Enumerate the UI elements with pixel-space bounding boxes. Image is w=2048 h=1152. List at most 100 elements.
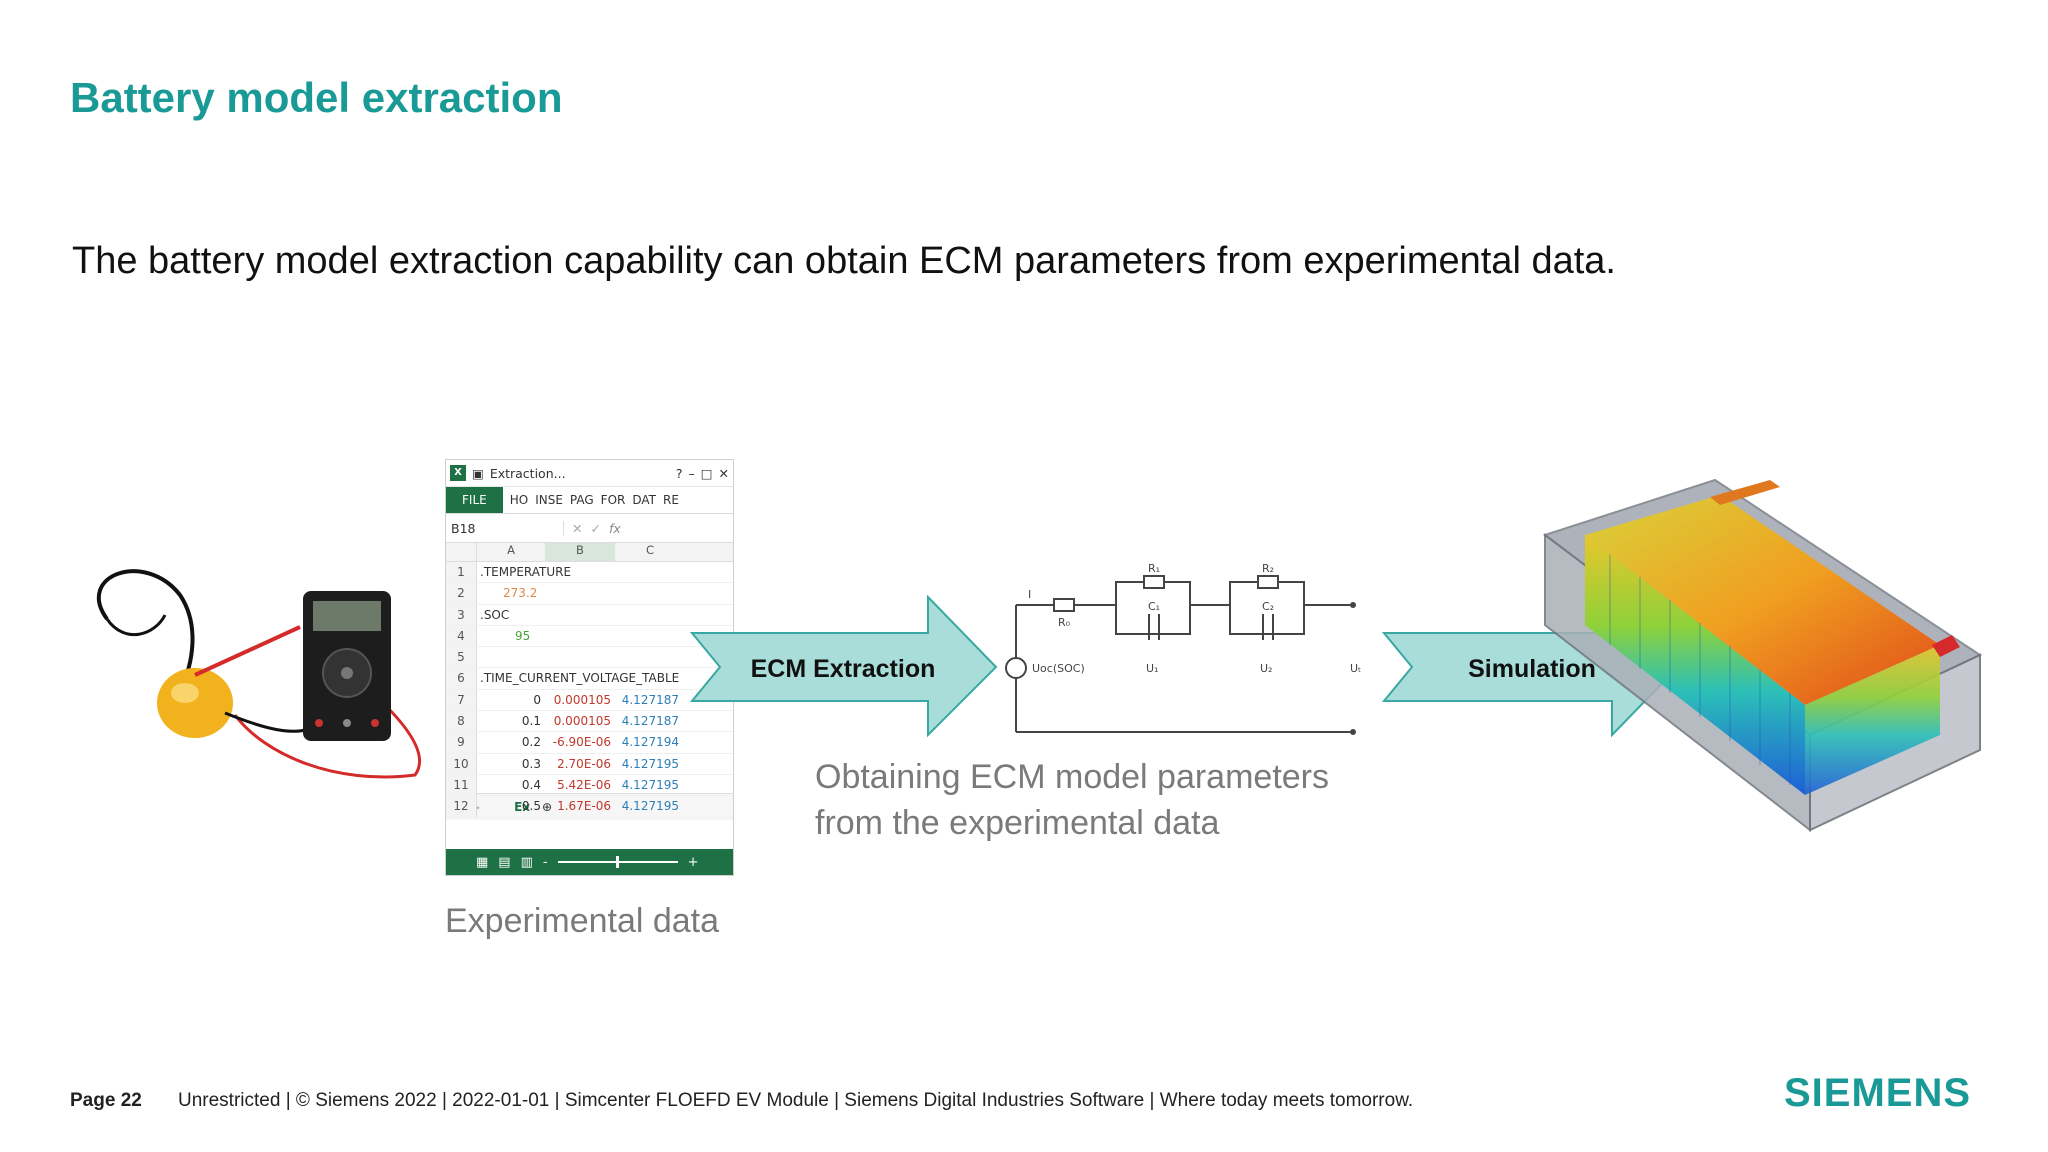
cell[interactable]: .TEMPERATURE	[480, 565, 572, 579]
cell[interactable]: 4.127187	[621, 692, 679, 707]
ecm-circuit-diagram: I R₀ R₁ C₁ R₂ C₂ U₁ U₂ Uoc(SOC) Uₜ	[1005, 562, 1361, 735]
cell[interactable]: .SOC	[480, 607, 510, 622]
add-sheet-icon[interactable]: ⊕	[542, 800, 553, 814]
label-uoc: Uoc(SOC)	[1032, 662, 1085, 675]
row-number: 4	[446, 625, 477, 647]
formula-bar: B18 ✕ ✓ fx	[446, 514, 733, 543]
row-number: 3	[446, 604, 477, 625]
window-title: Extraction...	[489, 465, 566, 481]
sheet-grid[interactable]: A B C 1.TEMPERATURE 2 273.2 3.SOC 4 95 5 6…	[446, 543, 733, 818]
row-number: 2	[446, 583, 477, 604]
cell[interactable]: .TIME_CURRENT_VOLTAGE_TABLE	[480, 671, 680, 686]
cell[interactable]: 95	[515, 628, 531, 643]
cell[interactable]: 0.4	[521, 777, 541, 792]
label-current: I	[1028, 588, 1031, 601]
tab-formulas[interactable]: FOR	[600, 493, 626, 507]
row-number: 12	[446, 796, 477, 817]
label-u2: U₂	[1260, 662, 1272, 675]
cancel-icon[interactable]: ✕	[572, 520, 583, 536]
simulation-arrow: Simulation	[1382, 595, 1680, 738]
spreadsheet-window: X ▣ Extraction... ? – □ ✕ FILE HO INSE P…	[445, 459, 734, 876]
cell[interactable]: 0.2	[521, 735, 541, 750]
function-icon[interactable]: fx	[608, 520, 621, 536]
column-header[interactable]: C	[645, 543, 655, 557]
table-row: 2 273.2	[446, 583, 733, 605]
cell[interactable]: 4.127195	[621, 756, 679, 771]
sheet-tab[interactable]: Ex	[514, 800, 530, 814]
row-number: 8	[446, 711, 477, 732]
zoom-out-icon[interactable]: -	[542, 854, 548, 870]
table-row: 11 0.4 5.42E-06 4.127195	[446, 774, 733, 797]
zoom-slider[interactable]	[557, 856, 678, 868]
caption-ecm-line2: from the experimental data	[815, 804, 1220, 842]
status-bar: ▦ ▤ ▥ - +	[446, 849, 733, 875]
arrow-label-ecm: ECM Extraction	[751, 655, 936, 683]
cell[interactable]: -6.90E-06	[552, 735, 611, 750]
cell[interactable]: 0.1	[521, 714, 541, 729]
normal-view-icon[interactable]: ▦	[476, 854, 489, 870]
zoom-in-icon[interactable]: +	[687, 854, 699, 870]
cell[interactable]: 0	[533, 692, 541, 707]
cell[interactable]: 4.127187	[621, 714, 679, 729]
label-c2: C₂	[1262, 600, 1274, 613]
cell[interactable]: 4.127195	[621, 777, 679, 792]
tab-review[interactable]: RE	[663, 493, 679, 507]
cell[interactable]: 4.127194	[621, 735, 679, 750]
tab-page[interactable]: PAG	[569, 493, 594, 507]
ecm-extraction-arrow: ECM Extraction	[690, 595, 998, 738]
tab-home[interactable]: HO	[509, 493, 529, 507]
save-icon[interactable]: ▣	[472, 465, 484, 481]
ribbon-tabs: FILE HO INSE PAG FOR DAT RE	[446, 487, 733, 514]
cell[interactable]: 0.000105	[553, 692, 611, 707]
cell[interactable]: 0.000105	[553, 714, 611, 729]
label-c1: C₁	[1148, 600, 1160, 613]
column-header[interactable]: A	[507, 543, 515, 557]
maximize-icon[interactable]: □	[700, 465, 713, 481]
caption-ecm-line1: Obtaining ECM model parameters	[815, 758, 1330, 796]
tab-file[interactable]: FILE	[446, 487, 503, 513]
label-r1: R₁	[1148, 562, 1160, 575]
row-number: 6	[446, 668, 477, 689]
close-icon[interactable]: ✕	[718, 465, 729, 481]
spreadsheet-titlebar: X ▣ Extraction... ? – □ ✕	[446, 460, 733, 487]
table-row: 9 0.2 -6.90E-06 4.127194	[446, 732, 733, 754]
label-r2: R₂	[1262, 562, 1274, 575]
table-row: 10 0.3 2.70E-06 4.127195	[446, 753, 733, 775]
cell[interactable]: 273.2	[503, 586, 538, 601]
table-row: 5	[446, 647, 733, 669]
excel-icon: X	[450, 465, 466, 481]
caption-experimental-data: Experimental data	[445, 902, 720, 940]
page-layout-icon[interactable]: ▤	[498, 854, 511, 870]
siemens-logo: SIEMENS	[1784, 1071, 1972, 1115]
cell[interactable]: 0.3	[521, 756, 541, 771]
help-icon[interactable]: ?	[675, 465, 683, 481]
label-u1: U₁	[1146, 662, 1158, 675]
cell[interactable]: 0.5	[521, 799, 541, 814]
cell[interactable]: 4.127195	[621, 799, 679, 814]
cell[interactable]: 5.42E-06	[557, 777, 611, 792]
table-row: 1.TEMPERATURE	[446, 562, 733, 584]
row-number: 11	[446, 774, 477, 796]
name-box[interactable]: B18	[451, 520, 564, 536]
row-number: 9	[446, 732, 477, 753]
scroll-right-icon[interactable]: ▸	[474, 800, 481, 814]
cell[interactable]: 2.70E-06	[557, 756, 611, 771]
row-number: 1	[446, 562, 477, 583]
minimize-icon[interactable]: –	[688, 465, 695, 481]
table-row: 3.SOC	[446, 604, 733, 626]
label-r0: R₀	[1058, 616, 1071, 629]
row-number: 5	[446, 647, 477, 668]
tab-insert[interactable]: INSE	[535, 493, 563, 507]
tab-data[interactable]: DAT	[632, 493, 656, 507]
multimeter-lemon-illustration	[97, 569, 422, 779]
confirm-icon[interactable]: ✓	[590, 520, 601, 536]
slide-subtitle: The battery model extraction capability …	[72, 240, 1616, 282]
column-header[interactable]: B	[545, 543, 615, 561]
battery-pack-simulation-image	[1542, 478, 1983, 833]
page-break-icon[interactable]: ▥	[520, 854, 533, 870]
row-number: 10	[446, 753, 477, 774]
cell[interactable]: 1.67E-06	[557, 799, 611, 814]
row-number: 7	[446, 689, 477, 711]
page-number: Page 22	[70, 1090, 142, 1111]
footer-text: Unrestricted | © Siemens 2022 | 2022-01-…	[178, 1090, 1414, 1111]
